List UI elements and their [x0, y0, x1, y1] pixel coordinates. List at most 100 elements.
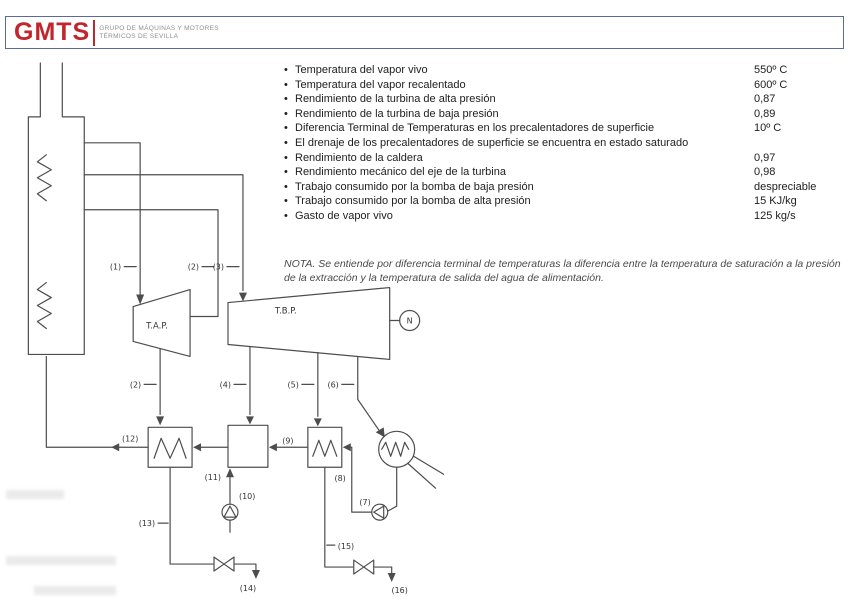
hot-reheat-line: [83, 174, 244, 292]
arrow-icon: [245, 416, 254, 425]
data-label: Rendimiento de la turbina de baja presió…: [295, 107, 499, 120]
scan-artifact: [6, 490, 64, 499]
data-label: Trabajo consumido por la bomba de alta p…: [295, 195, 531, 208]
stream-label-11: (11): [205, 473, 221, 482]
data-value: 0,89: [754, 107, 776, 120]
generator: [399, 309, 421, 332]
cooling-water-line: [413, 455, 445, 475]
data-row: • Trabajo consumido por la bomba de alta…: [284, 194, 842, 209]
heater-2: [227, 424, 269, 468]
flow-arrows: [111, 292, 396, 583]
data-row: • Rendimiento mecánico del eje de la tur…: [284, 165, 842, 180]
heater-coil-icon: [153, 437, 187, 459]
data-label: Temperatura del vapor vivo: [295, 64, 428, 76]
stream-label-5: (5): [288, 380, 299, 389]
bullet-icon: •: [284, 64, 288, 76]
bullet-icon: •: [284, 151, 288, 164]
logo-subtitle: GRUPO DE MÁQUINAS Y MOTORES TÉRMICOS DE …: [99, 25, 219, 41]
pump-rotor-icon: [223, 505, 237, 518]
data-value: 0,97: [754, 151, 776, 164]
problem-data-list: • Temperatura del vapor vivo 550º C • Te…: [284, 63, 842, 224]
bullet-icon: •: [284, 93, 288, 106]
scan-artifact: [6, 556, 116, 565]
lp-turbine: [227, 286, 391, 361]
steam-lines: [83, 142, 381, 432]
arrow-icon: [136, 294, 145, 305]
live-steam-line: [83, 142, 141, 296]
stream-label-1: (1): [110, 263, 121, 272]
gmts-logo: GMTS GRUPO DE MÁQUINAS Y MOTORES TÉRMICO…: [14, 19, 219, 46]
data-label: Rendimiento de la turbina de alta presió…: [295, 93, 496, 106]
data-value: [754, 136, 842, 151]
valve-icon: [353, 559, 375, 575]
feedwater-heaters: [147, 424, 343, 468]
arrow-icon: [375, 427, 385, 438]
stream-label-3: (3): [213, 263, 224, 272]
data-label: Rendimiento de la caldera: [295, 151, 423, 164]
lp-turbine-label: T.B.P.: [274, 306, 297, 316]
arrow-icon: [387, 573, 396, 583]
boiler-coil-icon: [36, 154, 52, 202]
bullet-icon: •: [284, 78, 288, 91]
diagram-labels: (1) (2) (3) (2) (4) (5) (6) (7) (8) (9) …: [110, 263, 413, 595]
heater-1: [147, 426, 193, 468]
data-label: El drenaje de los precalentadores de sup…: [295, 136, 689, 149]
bullet-icon: •: [284, 122, 288, 135]
note-text: NOTA. Se entiende por diferencia termina…: [284, 258, 841, 284]
stream-label-15: (15): [338, 542, 354, 551]
heater-3: [307, 426, 343, 468]
data-label: Diferencia Terminal de Temperaturas en l…: [295, 122, 655, 135]
stream-label-8: (8): [334, 474, 345, 483]
boiler-coil-icon: [36, 281, 52, 330]
data-value: 0,87: [754, 93, 776, 106]
arrow-icon: [268, 443, 277, 452]
stream-label-10: (10): [239, 492, 255, 501]
boiler-body: [27, 62, 85, 356]
bullet-icon: •: [284, 180, 288, 193]
stream-label-6: (6): [327, 380, 338, 389]
data-row: • Rendimiento de la turbina de alta pres…: [284, 92, 842, 107]
data-value: 600º C: [754, 78, 788, 91]
pumps: [221, 503, 389, 521]
bullet-icon: •: [284, 107, 288, 120]
heater3-drain-line: [324, 466, 354, 568]
condenser: [378, 430, 445, 489]
data-row: • Diferencia Terminal de Temperaturas en…: [284, 121, 842, 136]
data-row: • El drenaje de los precalentadores de s…: [284, 136, 842, 151]
heater1-drain-line: [169, 466, 214, 565]
stream-label-14: (14): [240, 584, 256, 593]
arrow-icon: [111, 443, 120, 452]
cold-reheat-line: [83, 209, 219, 318]
stream-label-2b: (2): [130, 380, 141, 389]
data-row: • Rendimiento de la turbina de baja pres…: [284, 107, 842, 122]
arrow-icon: [342, 443, 351, 452]
boiler: [27, 62, 85, 356]
drain-lines: [169, 466, 393, 576]
valve2-out-line: [374, 566, 393, 576]
condenser-coil-icon: [381, 441, 410, 457]
hp-turbine: [132, 288, 191, 358]
scan-artifact: [34, 586, 116, 595]
logo-subtitle-line1: GRUPO DE MÁQUINAS Y MOTORES: [99, 24, 219, 32]
generator-label: N: [407, 317, 413, 326]
data-row: • Rendimiento de la caldera 0,97: [284, 151, 842, 166]
turbines: [132, 286, 421, 361]
stream-label-16: (16): [391, 586, 407, 595]
condensate-pump: [371, 503, 389, 521]
stream-label-12: (12): [122, 434, 138, 443]
data-row: • Temperatura del vapor recalentado 600º…: [284, 78, 842, 93]
data-label: Trabajo consumido por la bomba de baja p…: [295, 180, 534, 193]
stream-label-4: (4): [220, 380, 231, 389]
data-value: despreciable: [754, 180, 817, 193]
label-ticks: [123, 266, 355, 546]
condensate-line: [387, 466, 398, 512]
valves: [213, 556, 375, 575]
cycle-diagram: (1) (2) (3) (2) (4) (5) (6) (7) (8) (9) …: [27, 62, 445, 595]
heater-coil-icon: [312, 439, 338, 457]
stream-label-7: (7): [359, 498, 370, 507]
data-value: 125 kg/s: [754, 209, 796, 222]
data-label: Temperatura del vapor recalentado: [295, 78, 466, 91]
bullet-icon: •: [284, 136, 288, 149]
stream-label-2: (2): [188, 263, 199, 272]
